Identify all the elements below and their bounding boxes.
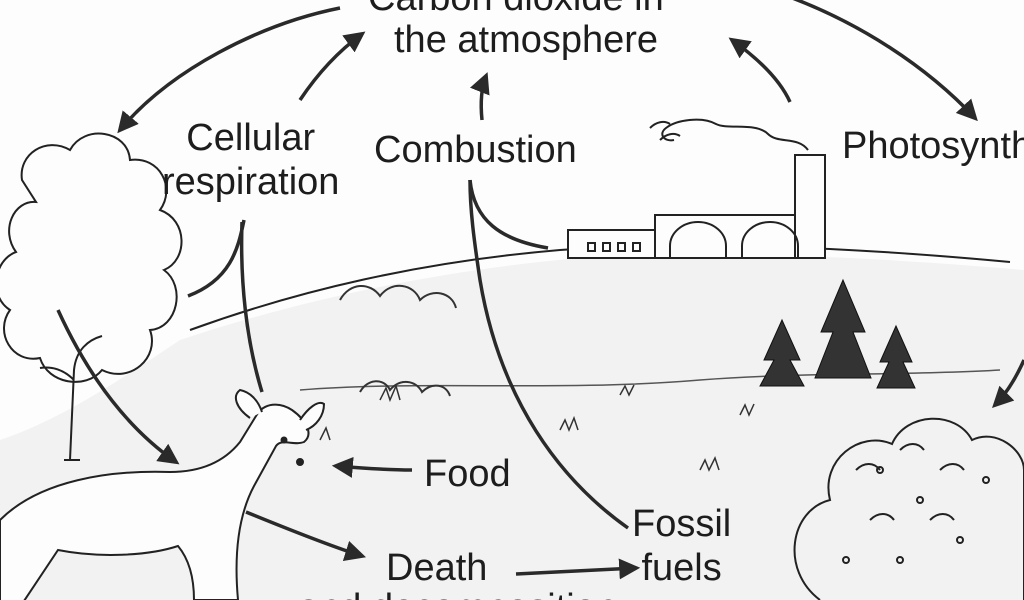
decomposition-label: and decomposition xyxy=(298,586,617,600)
cellular-respiration-line1: Cellular xyxy=(186,117,316,159)
arrow-fossil-to-combustion xyxy=(468,179,630,530)
cycle-arrows xyxy=(56,0,1024,580)
lower-shrubs xyxy=(359,380,451,397)
grass-tufts xyxy=(319,383,755,472)
arrow-photosynthesis-to-bush xyxy=(992,359,1024,408)
arrow-food-to-deer xyxy=(331,456,413,478)
hill-shrubs xyxy=(339,285,457,309)
factory-smoke xyxy=(649,118,809,151)
factory xyxy=(567,154,826,259)
arrow-deer-to-death xyxy=(245,510,367,562)
fossil-fuels-line1: Fossil xyxy=(632,503,732,545)
deer xyxy=(0,388,326,600)
combustion-label: Combustion xyxy=(374,129,577,171)
food-label: Food xyxy=(424,453,511,495)
arrow-combustion-from-factory xyxy=(468,179,549,250)
hill-far xyxy=(189,244,1011,331)
arrow-to-photosynthesis xyxy=(792,0,978,122)
arrow-respiration-from-deer xyxy=(239,221,264,393)
arrow-tree-to-deer xyxy=(56,309,180,465)
arrow-atmosphere-to-tree xyxy=(117,6,341,134)
cellular-respiration-line2: respiration xyxy=(162,161,340,203)
fossil-fuels-line2: fuels xyxy=(641,547,722,589)
meadow-shading xyxy=(0,254,1024,600)
death-label: Death xyxy=(386,547,488,589)
arrow-death-to-fossil xyxy=(515,558,641,580)
bush xyxy=(793,417,1024,600)
evergreen-trees xyxy=(759,278,916,389)
arrow-combustion-up xyxy=(470,72,490,121)
atmosphere-label-line2: the atmosphere xyxy=(394,19,659,61)
cellular-respiration-label: Cellular respiration xyxy=(162,116,339,204)
arrow-respiration-from-tree xyxy=(187,219,246,298)
deciduous-tree xyxy=(0,132,183,461)
arrow-respiration-up xyxy=(298,31,366,101)
atmosphere-label-line1: Carbon dioxide in xyxy=(368,0,664,20)
arrow-factory-smoke-up xyxy=(728,37,792,103)
fossil-fuels-label: Fossil fuels xyxy=(632,502,731,590)
photosynthesis-label: Photosynthesis xyxy=(842,125,1024,167)
